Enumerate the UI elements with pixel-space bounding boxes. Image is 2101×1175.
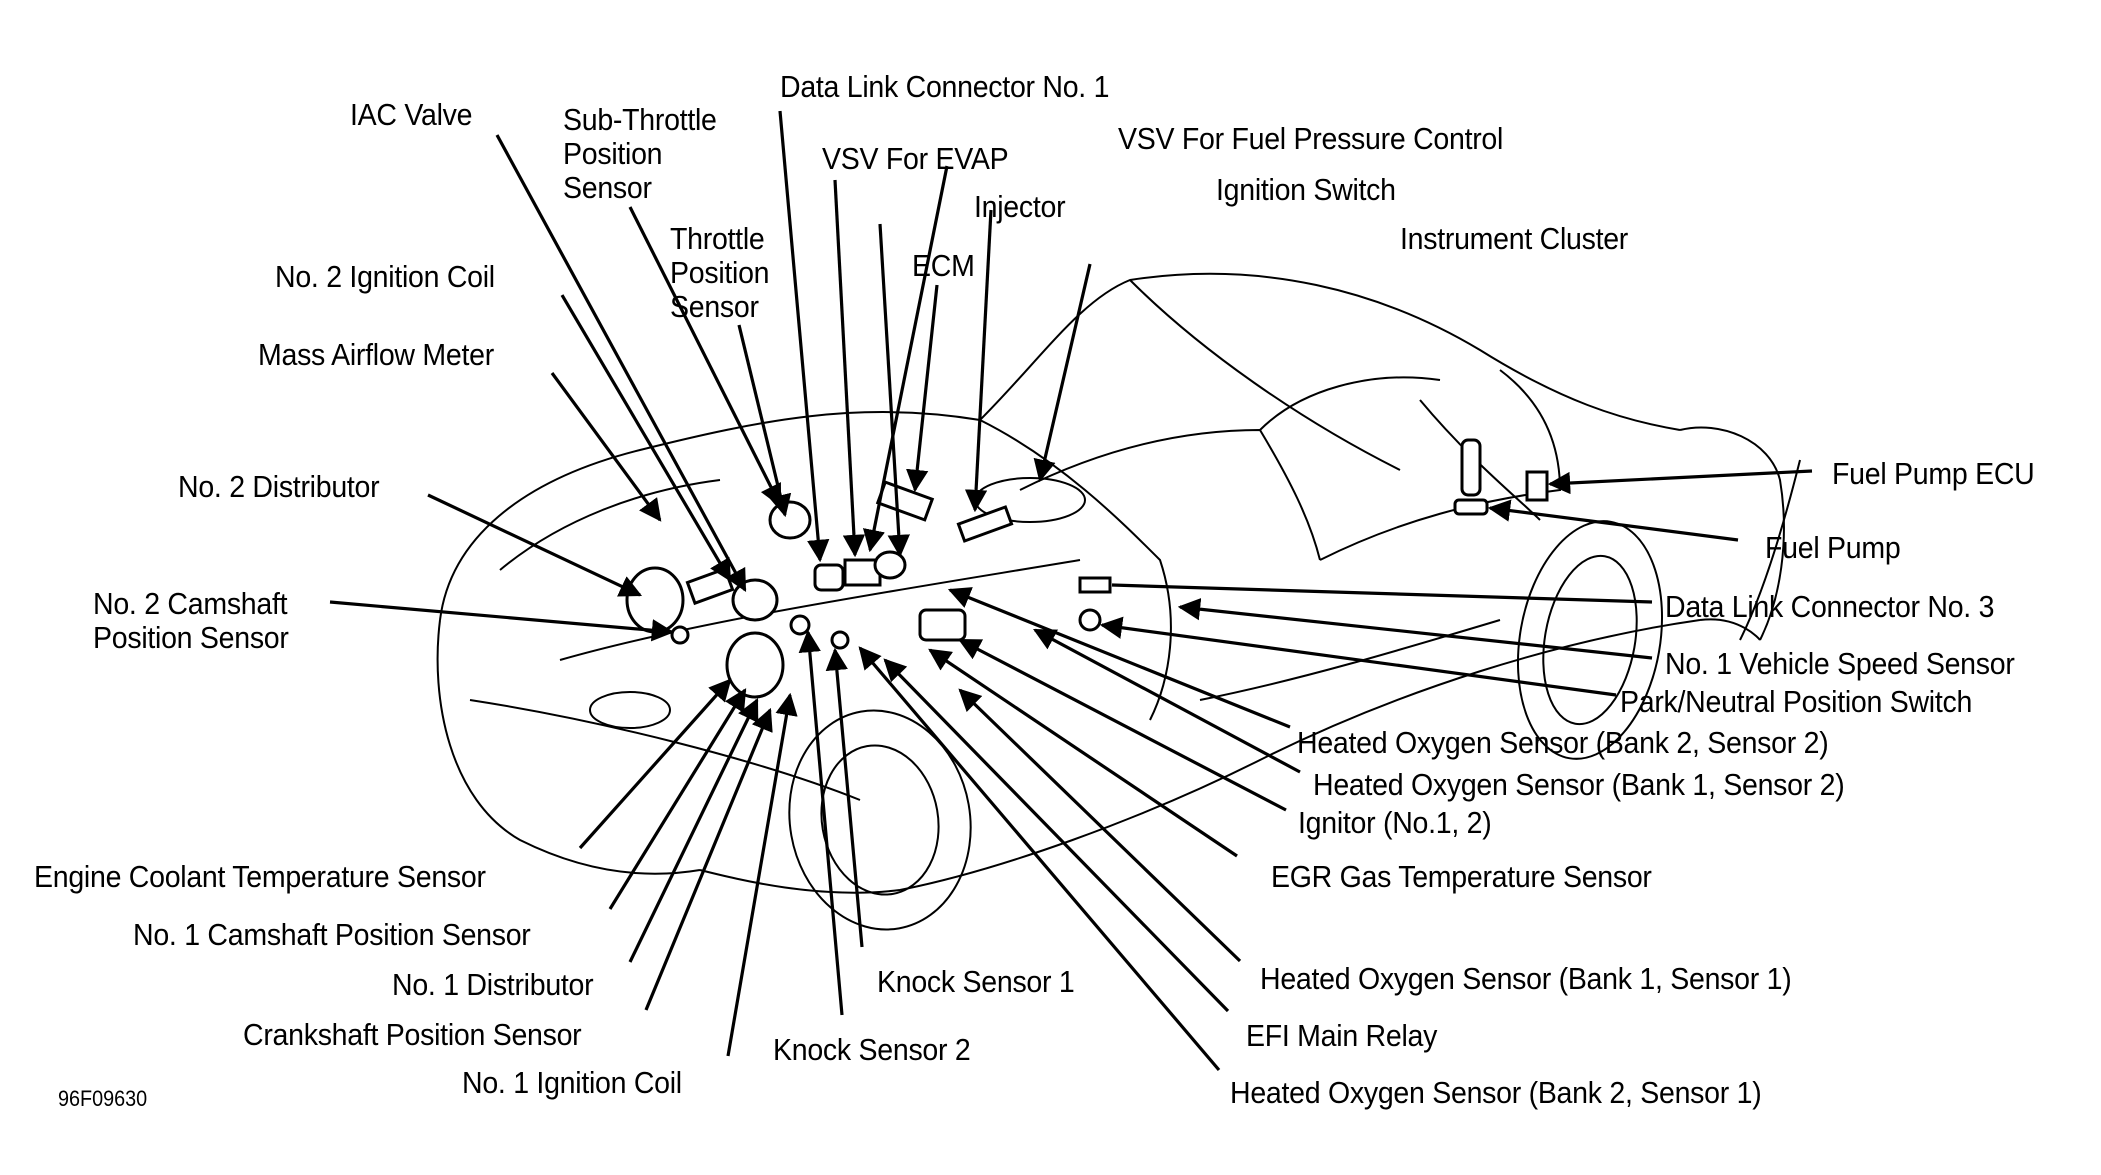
label-no2-ignition-coil: No. 2 Ignition Coil: [275, 259, 495, 294]
no1-distributor-part: [725, 631, 785, 699]
leader-no1-distributor: [628, 697, 759, 963]
leader-lines: [329, 110, 1813, 1072]
throttle-body-part: [768, 500, 812, 540]
leader-no1-ignition-coil: [726, 692, 798, 1057]
leader-no2-ignition-coil: [560, 294, 732, 582]
fuel-pump-ecu-part: [1525, 470, 1549, 502]
dlc3-part: [1078, 576, 1112, 594]
label-line: Sub-Throttle: [563, 102, 717, 137]
leader-throttle-position: [737, 324, 792, 518]
label-line: Throttle: [670, 221, 765, 256]
ignition-switch-part: [956, 505, 1014, 543]
ecm-part: [875, 480, 935, 522]
label-knock-sensor-2: Knock Sensor 2: [773, 1032, 971, 1067]
leader-knock-1: [825, 647, 864, 948]
label-sub-throttle-position-sensor: Sub-Throttle Position Sensor: [563, 103, 717, 205]
leader-egr: [928, 648, 1238, 858]
fuel-pump-body-part: [1460, 438, 1482, 497]
vsv-evap-part: [813, 563, 845, 592]
label-ignitor: Ignitor (No.1, 2): [1298, 805, 1492, 840]
label-ho2s-bank2-sensor1: Heated Oxygen Sensor (Bank 2, Sensor 1): [1230, 1075, 1762, 1110]
label-vsv-fuel-pressure-control: VSV For Fuel Pressure Control: [1118, 121, 1504, 156]
label-data-link-connector-3: Data Link Connector No. 3: [1665, 589, 1995, 624]
leader-ho2s-b1s1: [958, 688, 1242, 963]
leader-no2-distributor: [427, 493, 643, 597]
vehicle-outline: [436, 272, 1801, 931]
leader-injector: [878, 223, 910, 558]
label-injector: Injector: [974, 189, 1066, 224]
egr-sensor-part: [918, 608, 967, 642]
leader-knock-2: [798, 629, 844, 1016]
label-throttle-position-sensor: Throttle Position Sensor: [670, 221, 770, 324]
leader-ignition-switch: [964, 209, 993, 513]
label-ignition-switch: Ignition Switch: [1216, 172, 1396, 207]
leader-sub-throttle: [628, 206, 782, 508]
leader-park-neutral: [1099, 616, 1617, 697]
label-line: No. 2 Camshaft: [93, 586, 288, 621]
leader-no2-camshaft: [329, 600, 675, 642]
leader-mass-airflow: [550, 372, 662, 522]
label-egr-gas-temperature-sensor: EGR Gas Temperature Sensor: [1271, 859, 1652, 894]
injector-part: [873, 550, 907, 580]
label-line: Position: [670, 255, 770, 290]
label-no1-camshaft-position-sensor: No. 1 Camshaft Position Sensor: [133, 917, 531, 952]
leader-instrument-cluster: [1033, 263, 1092, 483]
leader-crankshaft: [644, 707, 773, 1011]
label-data-link-connector-1: Data Link Connector No. 1: [780, 69, 1110, 104]
knock-sensor-part: [789, 614, 811, 636]
label-knock-sensor-1: Knock Sensor 1: [877, 964, 1075, 999]
label-line: Sensor: [670, 289, 759, 324]
leader-iac-valve: [495, 134, 747, 592]
no2-camshaft-sensor-part: [670, 625, 690, 645]
leader-ho2s-b2s1: [858, 646, 1221, 1072]
label-iac-valve: IAC Valve: [350, 97, 473, 132]
leader-no1-camshaft: [608, 688, 747, 910]
label-no1-distributor: No. 1 Distributor: [392, 967, 594, 1002]
label-ho2s-bank1-sensor1: Heated Oxygen Sensor (Bank 1, Sensor 1): [1260, 961, 1792, 996]
label-ecm: ECM: [912, 248, 975, 283]
leader-vehicle-speed: [1177, 598, 1653, 660]
leader-ignitor: [958, 638, 1287, 812]
label-line: Position Sensor: [93, 620, 289, 655]
fuel-pump-part: [1453, 498, 1489, 516]
leader-fuel-pump: [1487, 499, 1739, 542]
leader-vsv-fpc: [862, 165, 949, 553]
label-fuel-pump: Fuel Pump: [1765, 530, 1901, 565]
label-line: Sensor: [563, 170, 652, 205]
leader-efi-relay: [883, 658, 1230, 1013]
label-crankshaft-position-sensor: Crankshaft Position Sensor: [243, 1017, 582, 1052]
leader-dlc1: [778, 110, 830, 563]
label-efi-main-relay: EFI Main Relay: [1246, 1018, 1438, 1053]
leader-ect: [578, 678, 732, 850]
iac-valve-part: [731, 578, 779, 622]
label-ho2s-bank2-sensor2: Heated Oxygen Sensor (Bank 2, Sensor 2): [1297, 725, 1829, 760]
figure-reference-code: 96F09630: [58, 1086, 148, 1111]
label-park-neutral-position-switch: Park/Neutral Position Switch: [1620, 684, 1973, 719]
label-no1-vehicle-speed-sensor: No. 1 Vehicle Speed Sensor: [1665, 646, 2015, 681]
label-instrument-cluster: Instrument Cluster: [1400, 221, 1629, 256]
leader-ho2s-b1s2: [1033, 628, 1301, 774]
label-ho2s-bank1-sensor2: Heated Oxygen Sensor (Bank 1, Sensor 2): [1313, 767, 1845, 802]
label-vsv-for-evap: VSV For EVAP: [822, 141, 1009, 176]
leader-fuel-pump-ecu: [1547, 469, 1813, 495]
leader-ecm: [906, 284, 939, 493]
leader-ho2s-b2s2: [947, 587, 1291, 729]
label-mass-airflow-meter: Mass Airflow Meter: [258, 337, 494, 372]
park-neutral-switch-part: [1078, 608, 1102, 632]
no2-distributor-part: [625, 566, 685, 634]
label-line: Position: [563, 136, 663, 171]
label-no2-camshaft-position-sensor: No. 2 Camshaft Position Sensor: [93, 587, 289, 655]
label-no1-ignition-coil: No. 1 Ignition Coil: [462, 1065, 682, 1100]
knock-sensor-2-part: [830, 630, 850, 650]
label-fuel-pump-ecu: Fuel Pump ECU: [1832, 456, 2035, 491]
leader-dlc3: [1111, 583, 1653, 604]
leader-vsv-evap: [833, 179, 866, 558]
label-engine-coolant-temperature-sensor: Engine Coolant Temperature Sensor: [34, 859, 486, 894]
label-no2-distributor: No. 2 Distributor: [178, 469, 380, 504]
